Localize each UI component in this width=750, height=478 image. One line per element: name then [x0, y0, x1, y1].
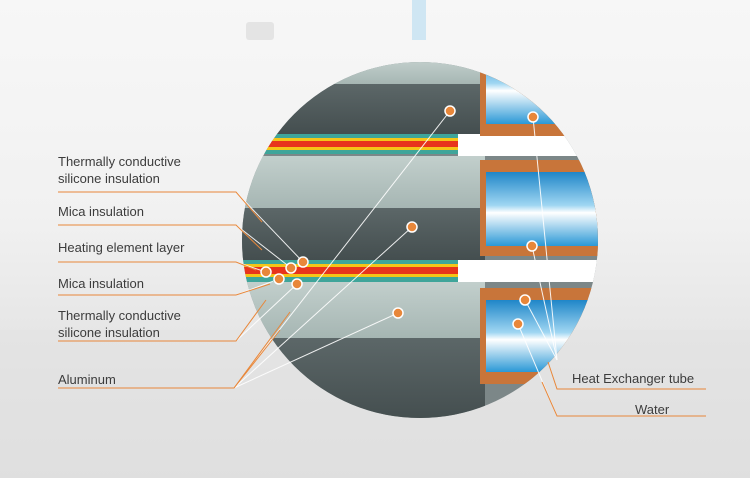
- marker-tube-upper: [527, 111, 539, 123]
- leader-lines-inner: [233, 110, 558, 417]
- label-thermal-silicone-top-line1: Thermally conductive: [58, 154, 181, 169]
- label-aluminum: Aluminum: [58, 372, 116, 387]
- label-water: Water: [635, 402, 670, 417]
- heating-stack-lower: [242, 260, 598, 282]
- marker-mica-bottom: [273, 273, 285, 285]
- marker-aluminum-lower: [392, 307, 404, 319]
- marker-thermal-silicone-bottom: [291, 278, 303, 290]
- heating-stack-upper: [242, 134, 598, 156]
- marker-tube-lower: [519, 294, 531, 306]
- marker-mica-top: [285, 262, 297, 274]
- label-thermal-silicone-bottom-line1: Thermally conductive: [58, 308, 181, 323]
- marker-thermal-silicone-top: [297, 256, 309, 268]
- marker-water: [512, 318, 524, 330]
- aluminum-block-middle: [242, 156, 485, 260]
- label-mica-insulation-top: Mica insulation: [58, 204, 144, 219]
- label-mica-insulation-bottom: Mica insulation: [58, 276, 144, 291]
- label-heating-element-layer: Heating element layer: [58, 240, 185, 255]
- marker-heating-element: [260, 266, 272, 278]
- marker-tube-middle: [526, 240, 538, 252]
- leader-lines-outer: [58, 191, 706, 417]
- magnified-cross-section: [242, 62, 598, 418]
- marker-aluminum-middle: [406, 221, 418, 233]
- label-thermal-silicone-top-line2: silicone insulation: [58, 171, 160, 186]
- marker-dots: [260, 105, 539, 330]
- label-heat-exchanger-tube: Heat Exchanger tube: [572, 371, 695, 386]
- aluminum-block-upper: [242, 62, 490, 134]
- marker-aluminum-upper: [444, 105, 456, 117]
- label-thermal-silicone-bottom-line2: silicone insulation: [58, 325, 160, 340]
